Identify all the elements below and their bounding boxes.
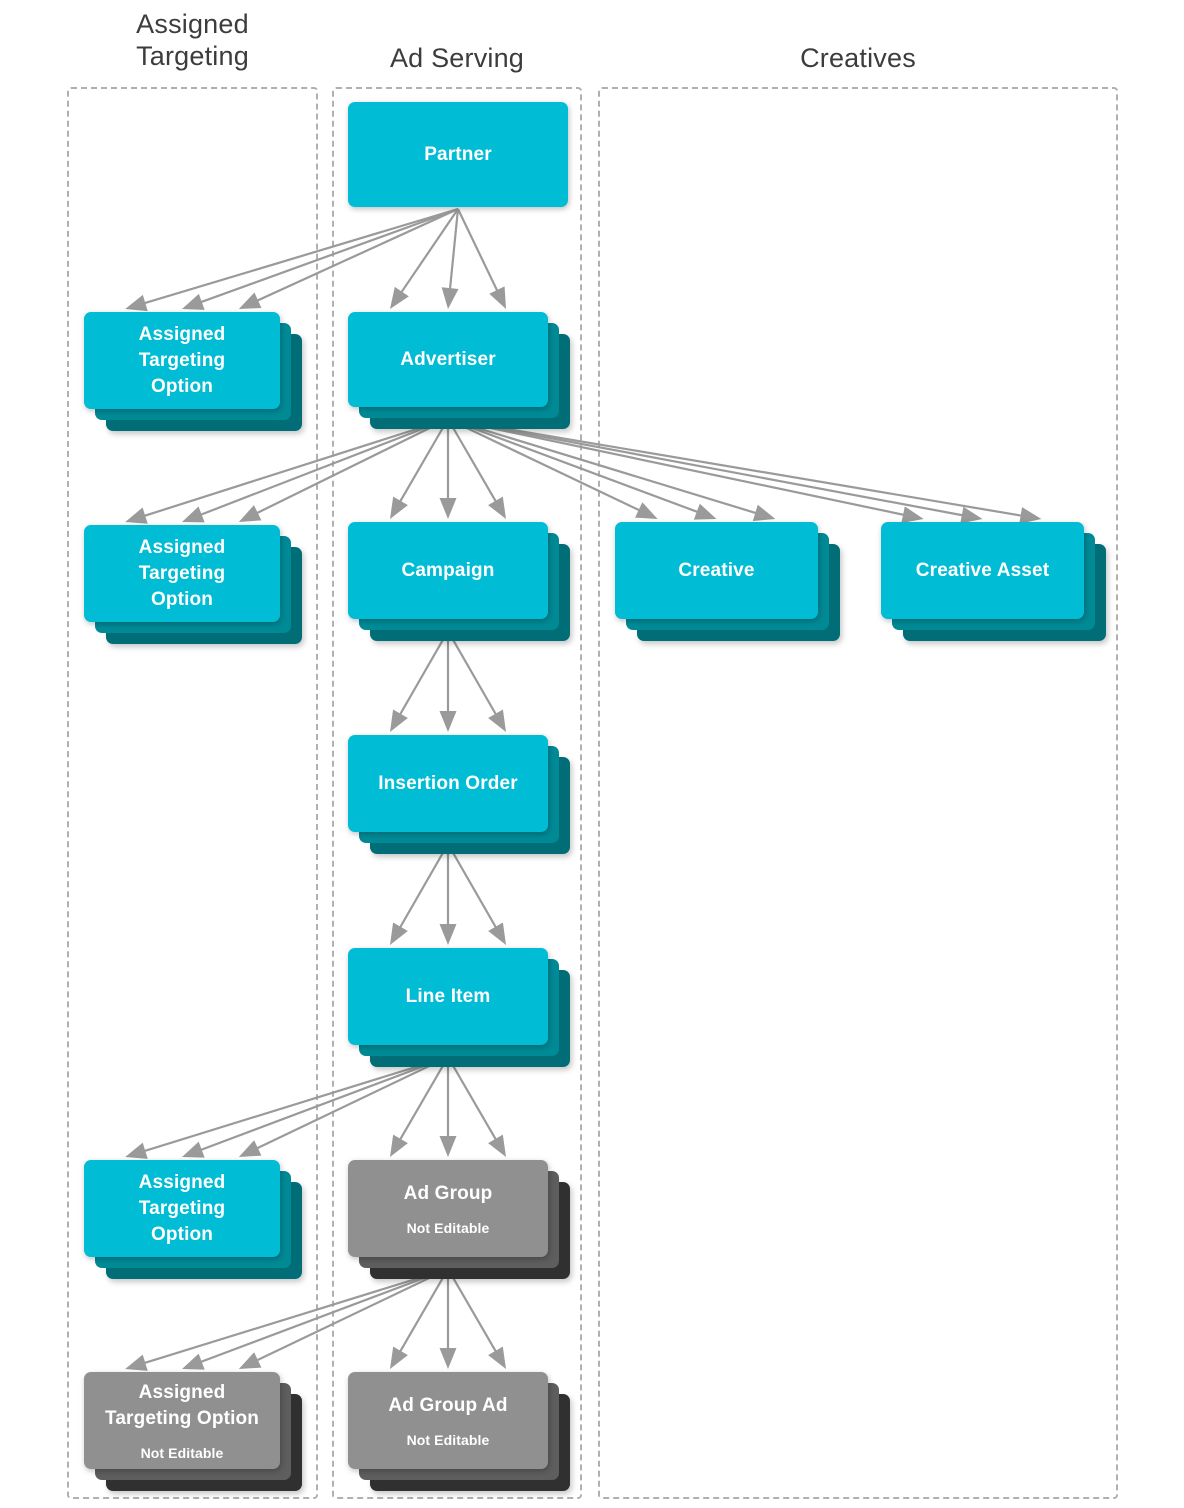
node-title: Assigned Targeting Option xyxy=(138,536,226,610)
node-title: Partner xyxy=(424,143,492,165)
node-subtitle-not-editable: Not Editable xyxy=(140,1444,224,1461)
node-face[interactable]: Advertiser xyxy=(348,312,548,407)
node-title: Campaign xyxy=(401,559,495,581)
column-header-assigned-targeting: Assigned Targeting xyxy=(136,9,249,71)
node-assigned-targeting-option-advertiser[interactable]: Assigned Targeting Option xyxy=(84,525,302,644)
node-partner[interactable]: Partner xyxy=(348,102,568,207)
node-face[interactable]: Assigned Targeting Option xyxy=(84,1160,280,1257)
node-line-item[interactable]: Line Item xyxy=(348,948,570,1067)
node-face[interactable]: Partner xyxy=(348,102,568,207)
group-container-creatives xyxy=(598,87,1118,1499)
node-subtitle-not-editable: Not Editable xyxy=(406,1431,490,1448)
node-creative-asset[interactable]: Creative Asset xyxy=(881,522,1106,641)
node-face[interactable]: Assigned Targeting Option xyxy=(84,312,280,409)
node-subtitle-not-editable: Not Editable xyxy=(406,1219,490,1236)
node-title: Creative xyxy=(678,559,755,581)
node-title: Advertiser xyxy=(400,348,496,370)
node-face[interactable]: Creative Asset xyxy=(881,522,1084,619)
node-title: Insertion Order xyxy=(378,772,518,794)
node-title: Ad Group xyxy=(403,1182,493,1204)
node-face[interactable]: Insertion Order xyxy=(348,735,548,832)
node-assigned-targeting-option-partner[interactable]: Assigned Targeting Option xyxy=(84,312,302,431)
node-title: Assigned Targeting Option xyxy=(104,1381,260,1429)
node-title: Creative Asset xyxy=(915,559,1050,581)
column-header-ad-serving: Ad Serving xyxy=(389,43,525,73)
node-face[interactable]: Ad Group Ad Not Editable xyxy=(348,1372,548,1469)
node-campaign[interactable]: Campaign xyxy=(348,522,570,641)
node-face[interactable]: Line Item xyxy=(348,948,548,1045)
node-face[interactable]: Assigned Targeting Option xyxy=(84,525,280,622)
column-header-creatives: Creatives xyxy=(800,43,916,73)
node-insertion-order[interactable]: Insertion Order xyxy=(348,735,570,854)
node-face[interactable]: Creative xyxy=(615,522,818,619)
node-title: Line Item xyxy=(405,985,491,1007)
node-assigned-targeting-option-lineitem[interactable]: Assigned Targeting Option xyxy=(84,1160,302,1279)
node-ad-group-ad[interactable]: Ad Group Ad Not Editable xyxy=(348,1372,570,1491)
node-title: Assigned Targeting Option xyxy=(138,1171,226,1245)
node-title: Assigned Targeting Option xyxy=(138,323,226,397)
node-creative[interactable]: Creative xyxy=(615,522,840,641)
node-face[interactable]: Campaign xyxy=(348,522,548,619)
group-container-ad-serving xyxy=(332,87,582,1499)
node-title: Ad Group Ad xyxy=(388,1394,508,1416)
node-advertiser[interactable]: Advertiser xyxy=(348,312,570,429)
group-container-assigned-targeting xyxy=(67,87,318,1499)
